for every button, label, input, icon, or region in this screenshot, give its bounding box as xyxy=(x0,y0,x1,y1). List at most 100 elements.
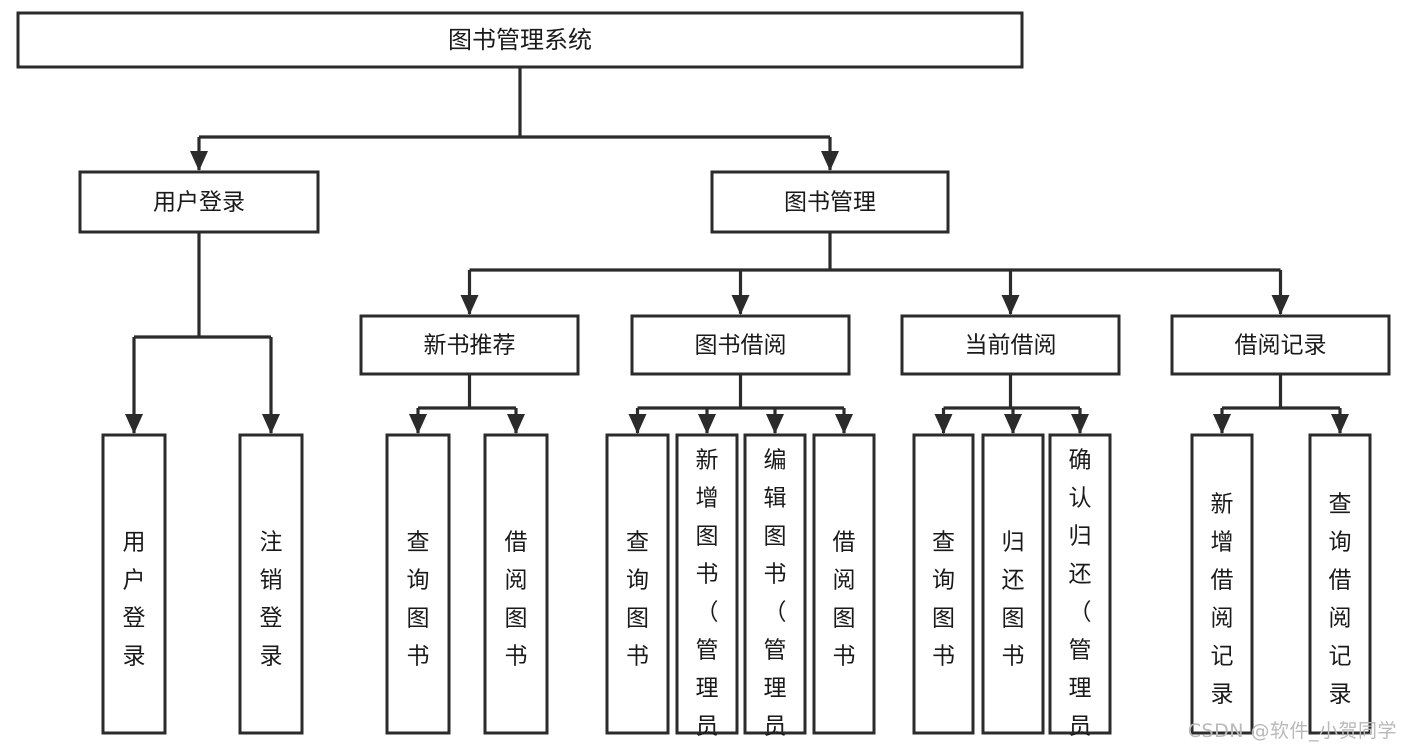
arrow-head-icon xyxy=(1004,414,1022,434)
leaf-label-char: 图 xyxy=(407,606,430,632)
leaf-label-char: 还 xyxy=(1002,568,1025,594)
leaf-label-char: 查 xyxy=(407,530,430,556)
node-label: 借阅记录 xyxy=(1235,333,1327,359)
leaf-label-char: 理 xyxy=(764,676,787,702)
leaf-label-char: 增 xyxy=(1211,530,1234,556)
leaf-label-char: 查 xyxy=(626,530,649,556)
leaf-label-char: 理 xyxy=(1069,676,1092,702)
leaf-label-char: 注 xyxy=(260,530,283,556)
arrow-head-icon xyxy=(821,151,839,171)
leaf-label-char: 询 xyxy=(932,568,955,594)
leaf-label-char: 图 xyxy=(505,606,528,632)
leaf-label-char: 管 xyxy=(764,638,787,664)
leaf-label: 用户登录 xyxy=(123,530,146,670)
leaf-label-char: 书 xyxy=(407,644,430,670)
leaf-label-char: 图 xyxy=(764,524,787,550)
leaf-label-char: 询 xyxy=(626,568,649,594)
node-new-book-recommend[interactable]: 新书推荐 xyxy=(359,314,580,376)
arrow-head-icon xyxy=(698,414,716,434)
leaf-label-char: 图 xyxy=(1002,606,1025,632)
leaf-label-char: 认 xyxy=(1069,486,1092,512)
leaf-label-char: 阅 xyxy=(505,568,528,594)
leaf-label-char: 用 xyxy=(123,530,146,556)
leaf-label-char: 阅 xyxy=(1211,606,1234,632)
leaf-label-char: 书 xyxy=(932,644,955,670)
arrow-head-icon xyxy=(190,151,208,171)
leaf-label-char: 借 xyxy=(1329,568,1352,594)
leaf-label-char: 归 xyxy=(1069,524,1092,550)
leaf-label-char: 员 xyxy=(696,714,719,740)
node-root[interactable]: 图书管理系统 xyxy=(16,11,1024,69)
arrow-head-icon xyxy=(731,295,750,315)
leaf-label-char: 新 xyxy=(1211,492,1234,518)
node-user-login[interactable]: 用户登录 xyxy=(78,170,320,234)
node-current-borrow[interactable]: 当前借阅 xyxy=(900,314,1121,376)
leaf-label-char: 新 xyxy=(696,448,719,474)
leaf-label-char: 借 xyxy=(1211,568,1234,594)
connector-layer xyxy=(125,67,1349,434)
node-book-manage[interactable]: 图书管理 xyxy=(710,170,950,234)
leaf-label-char: 录 xyxy=(123,644,146,670)
arrow-head-icon xyxy=(1213,414,1231,434)
node-book-borrow[interactable]: 图书借阅 xyxy=(630,314,851,376)
leaf-label-char: 还 xyxy=(1069,562,1092,588)
leaf-label-char: （ xyxy=(764,600,787,626)
leaf-label-char: 录 xyxy=(1211,682,1234,708)
leaf-label-char: 员 xyxy=(764,714,787,740)
leaf-label-char: 员 xyxy=(1069,714,1092,740)
leaf-label-char: 阅 xyxy=(1329,606,1352,632)
arrow-head-icon xyxy=(1071,414,1089,434)
arrow-head-icon xyxy=(628,414,647,434)
arrow-head-icon xyxy=(409,414,427,434)
node-label: 图书管理系统 xyxy=(448,26,592,54)
leaf-label-char: 归 xyxy=(1002,530,1025,556)
leaf-label-char: 图 xyxy=(833,606,856,632)
arrow-head-icon xyxy=(1271,295,1290,315)
leaf-label-char: 借 xyxy=(833,530,856,556)
arrow-head-icon xyxy=(1331,414,1349,434)
leaf-label-char: 户 xyxy=(123,568,146,594)
node-label: 图书管理 xyxy=(784,190,876,216)
node-borrow-record[interactable]: 借阅记录 xyxy=(1170,314,1391,376)
leaf-label-char: 查 xyxy=(1329,492,1352,518)
leaf-label-char: 询 xyxy=(407,568,430,594)
leaf-label-char: 管 xyxy=(696,638,719,664)
leaf-label-char: 书 xyxy=(696,562,719,588)
leaf-label-char: 书 xyxy=(505,644,528,670)
arrow-head-icon xyxy=(460,295,479,315)
leaf-label-char: 查 xyxy=(932,530,955,556)
leaf-label-char: 增 xyxy=(696,486,719,512)
leaf-label-char: 理 xyxy=(696,676,719,702)
leaf-label-char: 书 xyxy=(626,644,649,670)
leaf-label-char: 确 xyxy=(1069,448,1092,474)
leaf-leaf-user-login[interactable]: 用户登录 xyxy=(101,433,167,735)
node-label: 用户登录 xyxy=(153,190,245,216)
node-label: 当前借阅 xyxy=(965,333,1057,359)
leaf-label-char: 管 xyxy=(1069,638,1092,664)
leaf-label-char: 图 xyxy=(696,524,719,550)
node-layer: 图书管理系统用户登录图书管理新书推荐图书借阅当前借阅借阅记录用户登录注销登录查询… xyxy=(16,11,1391,747)
arrow-head-icon xyxy=(934,414,953,434)
